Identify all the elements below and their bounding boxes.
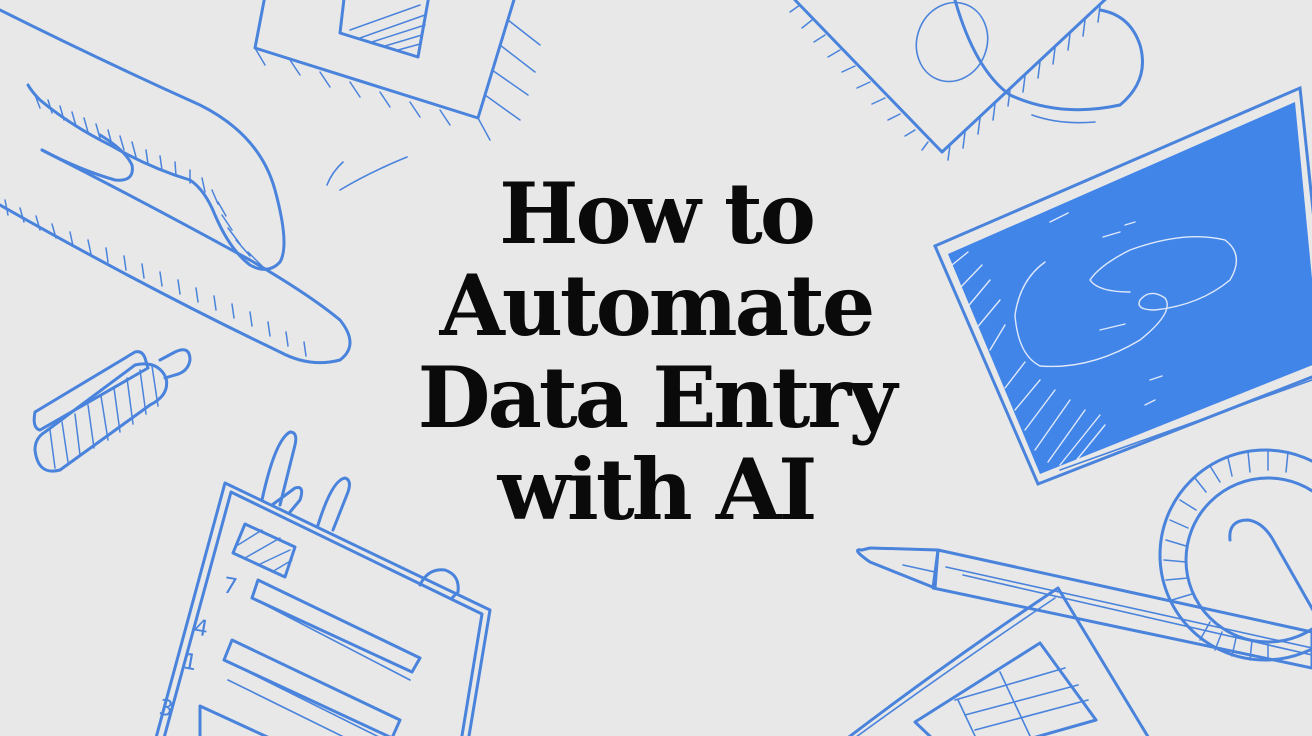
usb-drive-icon [32, 348, 192, 473]
title-line-3: Data Entry [417, 348, 898, 447]
sticky-note-icon [253, 0, 541, 141]
svg-text:1: 1 [181, 649, 199, 676]
pen-icon [856, 546, 1312, 670]
clipboard-checklist-icon: 7 4 1 3 [154, 430, 492, 736]
motion-lines-icon [326, 156, 408, 191]
svg-text:3: 3 [157, 695, 175, 722]
title-line-2: Automate [439, 256, 876, 355]
svg-text:4: 4 [192, 615, 210, 642]
title-line-1: How to [499, 164, 816, 263]
svg-text:7: 7 [221, 573, 239, 600]
tape-roll-icon [1158, 448, 1312, 662]
pointing-hand-icon [0, 8, 352, 365]
blue-tablet-icon [933, 85, 1312, 486]
spreadsheet-paper-icon [847, 586, 1150, 736]
page-title: How to Automate Data Entry with AI [356, 168, 956, 536]
title-line-4: with AI [497, 440, 818, 539]
paper-with-loops-icon [789, 0, 1144, 161]
